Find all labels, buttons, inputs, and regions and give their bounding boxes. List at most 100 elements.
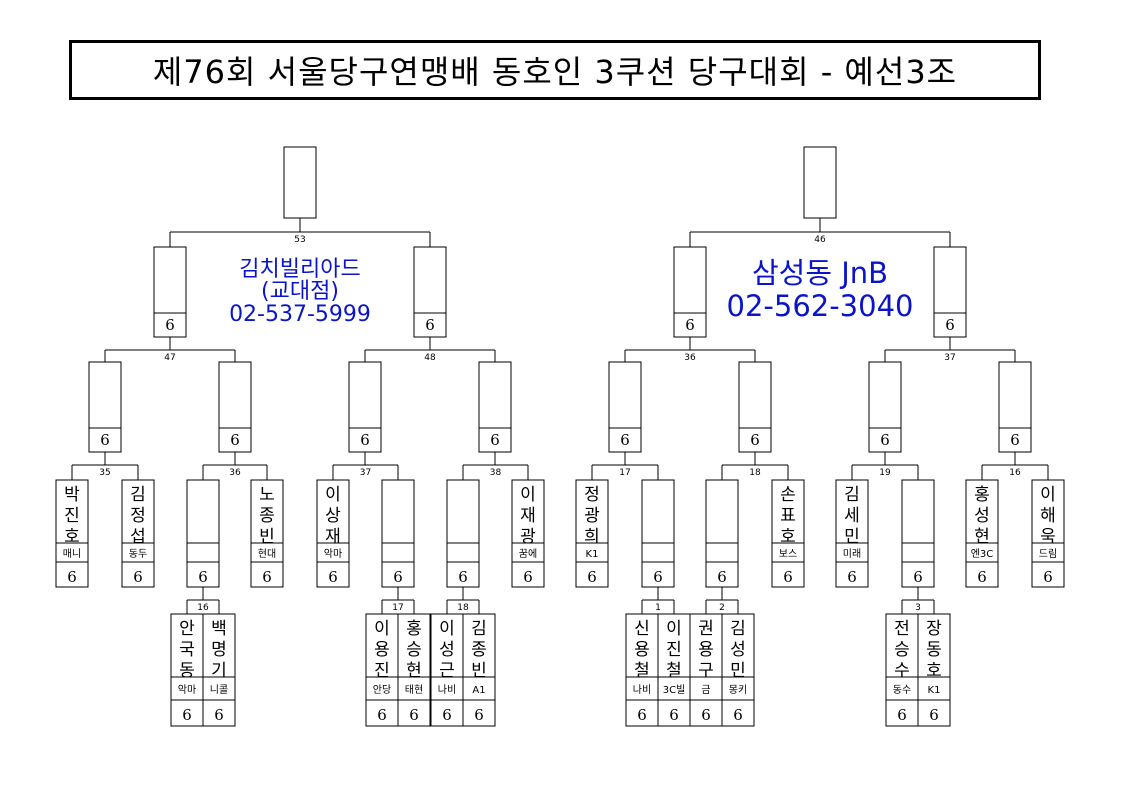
score-mark: 6 xyxy=(620,431,630,449)
match-number: 2 xyxy=(719,603,725,613)
player-club: 니콜 xyxy=(210,684,228,696)
match-number: 37 xyxy=(360,468,371,478)
score-mark: 6 xyxy=(214,706,224,724)
player-club: 드림 xyxy=(1039,548,1057,560)
player-box xyxy=(721,613,755,727)
score-mark: 6 xyxy=(425,316,435,334)
player-club: 악마 xyxy=(324,548,342,560)
match-number: 53 xyxy=(294,235,305,245)
player-club: 몽키 xyxy=(729,684,747,696)
score-mark: 6 xyxy=(490,431,500,449)
player-club: 현대 xyxy=(258,548,276,560)
player-club: 나비 xyxy=(633,684,651,696)
score-mark: 6 xyxy=(929,706,939,724)
match-number: 18 xyxy=(749,468,761,478)
score-mark: 6 xyxy=(523,568,533,586)
player-club: 태현 xyxy=(405,684,423,696)
score-mark: 6 xyxy=(977,568,987,586)
score-mark: 6 xyxy=(474,706,484,724)
player-club: 엔3C xyxy=(971,548,994,560)
match-number: 36 xyxy=(684,353,696,363)
score-mark: 6 xyxy=(377,706,387,724)
match-number: 16 xyxy=(197,603,209,613)
score-mark: 6 xyxy=(783,568,793,586)
score-mark: 6 xyxy=(701,706,711,724)
player-box xyxy=(575,479,609,588)
match-number: 37 xyxy=(944,353,955,363)
player-club: 금 xyxy=(701,684,710,696)
sponsor-name: 김치빌리아드 xyxy=(239,257,360,282)
player-club: 악마 xyxy=(178,684,196,696)
player-club: 꿈에 xyxy=(519,548,537,560)
score-mark: 6 xyxy=(198,568,208,586)
score-mark: 6 xyxy=(587,568,597,586)
match-number: 47 xyxy=(164,353,175,363)
sponsor-branch: (교대점) xyxy=(261,279,339,304)
player-box xyxy=(771,479,805,588)
sponsor-phone: 02-562-3040 xyxy=(727,289,914,323)
score-mark: 6 xyxy=(897,706,907,724)
score-mark: 6 xyxy=(637,706,647,724)
score-mark: 6 xyxy=(669,706,679,724)
score-mark: 6 xyxy=(733,706,743,724)
player-club: 동두 xyxy=(129,548,147,560)
score-mark: 6 xyxy=(133,568,143,586)
player-box xyxy=(1031,479,1065,588)
player-box xyxy=(250,479,284,588)
score-mark: 6 xyxy=(458,568,468,586)
player-club: 보스 xyxy=(779,548,797,560)
match-number: 18 xyxy=(457,603,469,613)
player-club: A1 xyxy=(472,685,485,696)
score-mark: 6 xyxy=(945,316,955,334)
sponsor-name: 삼성동 JnB xyxy=(752,256,888,290)
player-box xyxy=(462,613,496,727)
score-mark: 6 xyxy=(230,431,240,449)
player-club: K1 xyxy=(928,685,941,696)
match-number: 36 xyxy=(229,468,241,478)
match-number: 19 xyxy=(879,468,891,478)
score-mark: 6 xyxy=(393,568,403,586)
player-box xyxy=(397,613,431,727)
score-mark: 6 xyxy=(165,316,175,334)
sponsor-phone: 02-537-5999 xyxy=(229,302,371,327)
score-mark: 6 xyxy=(653,568,663,586)
score-mark: 6 xyxy=(1043,568,1053,586)
score-mark: 6 xyxy=(685,316,695,334)
player-box xyxy=(835,479,869,588)
player-box xyxy=(121,479,155,588)
player-box xyxy=(965,479,999,588)
player-club: 미래 xyxy=(843,548,861,560)
match-number: 16 xyxy=(1009,468,1021,478)
score-mark: 6 xyxy=(409,706,419,724)
player-club: 안당 xyxy=(373,684,391,696)
match-number: 46 xyxy=(814,235,826,245)
score-mark: 6 xyxy=(880,431,890,449)
score-mark: 6 xyxy=(717,568,727,586)
player-box xyxy=(511,479,545,588)
match-number: 35 xyxy=(99,468,110,478)
match-number: 1 xyxy=(655,603,661,613)
player-club: 동수 xyxy=(893,684,911,696)
score-mark: 6 xyxy=(442,706,452,724)
player-box xyxy=(202,613,236,727)
match-number: 38 xyxy=(490,468,502,478)
